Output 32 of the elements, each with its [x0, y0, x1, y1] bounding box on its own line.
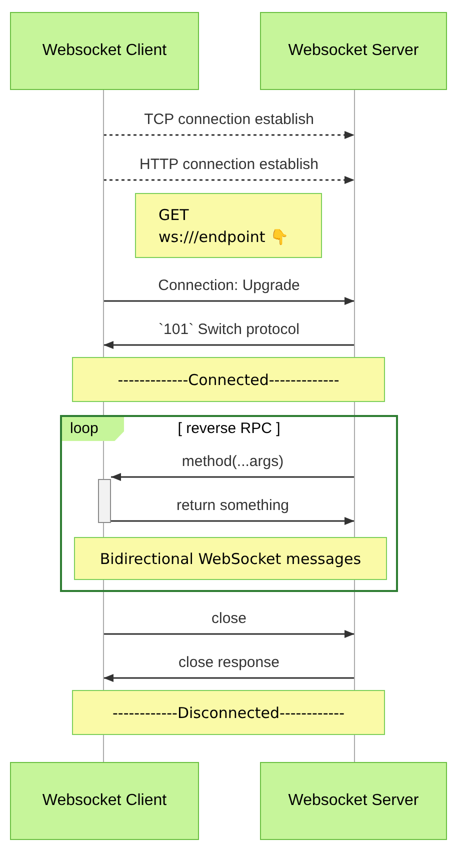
participant-box: [10, 12, 199, 90]
node-text: ------------Disconnected------------: [112, 704, 344, 722]
note-box: [72, 357, 385, 402]
message-arrow: [104, 176, 354, 184]
activation-bar: [98, 479, 111, 523]
message-label: close response: [176, 654, 282, 672]
participant-box: [260, 12, 447, 90]
node-text: Websocket Client: [42, 792, 167, 810]
node-text: -------------Connected-------------: [118, 370, 340, 388]
message-arrow: [111, 517, 354, 525]
participant-box: [10, 762, 199, 840]
node-text: Websocket Server: [288, 42, 419, 60]
loop-tag: loop: [62, 417, 124, 441]
node-text: Bidirectional WebSocket messages: [100, 550, 362, 568]
message-arrow: [111, 473, 354, 481]
message-label: method(...args): [180, 453, 286, 471]
message-arrow: [104, 131, 354, 139]
loop-condition: [ reverse RPC ]: [178, 420, 280, 437]
message-label: `101` Switch protocol: [156, 321, 302, 339]
message-arrow: [104, 341, 354, 349]
message-arrow: [104, 297, 354, 305]
node-text: GET ws:///endpoint 👇: [158, 204, 290, 248]
message-arrow: [104, 674, 354, 682]
node-text: Websocket Client: [42, 42, 167, 60]
participant-box: [260, 762, 447, 840]
note-box: [74, 537, 387, 580]
note-box: [72, 690, 385, 735]
loop-frame: [60, 415, 398, 592]
message-arrow: [104, 630, 354, 638]
note-box: [135, 193, 322, 258]
message-label: Connection: Upgrade: [156, 277, 302, 295]
node-text: Websocket Server: [288, 792, 419, 810]
